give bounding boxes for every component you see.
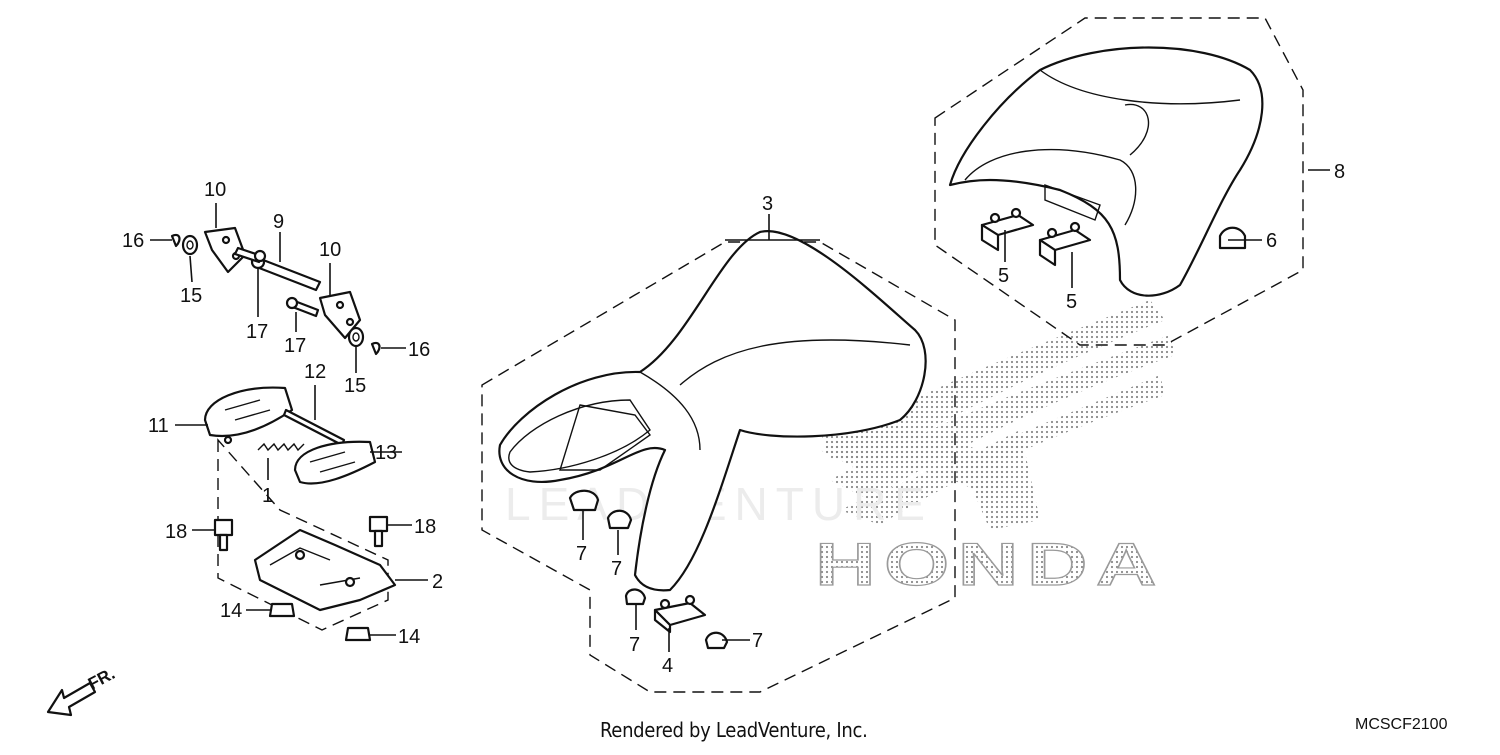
callout-15b: 15 (344, 375, 366, 397)
callout-18a: 18 (165, 521, 187, 543)
rod-12 (282, 408, 346, 447)
bumper-7b (606, 509, 633, 530)
callout-14b: 14 (398, 626, 420, 648)
bumper-7a (568, 489, 600, 512)
callout-12: 12 (304, 361, 326, 383)
callout-5b: 5 (1066, 291, 1077, 313)
callout-18b: 18 (414, 516, 436, 538)
callout-labels: 1 2 3 4 5 5 6 7 7 7 7 8 9 10 10 11 12 13… (122, 161, 1345, 677)
seat-main (498, 230, 927, 592)
front-direction-arrow: FR. (46, 664, 118, 717)
callout-11: 11 (148, 415, 169, 437)
callout-7b: 7 (611, 558, 622, 580)
washer-15a (181, 234, 199, 256)
nut-14b (344, 626, 372, 642)
callout-7c: 7 (629, 634, 640, 656)
cotter-pin-16b (370, 341, 381, 356)
honda-brand-watermark: HONDA (815, 531, 1165, 598)
grommet-6 (1218, 226, 1247, 250)
leader-lines (150, 169, 1330, 652)
hinge-bracket-10a (203, 226, 247, 274)
callout-7a: 7 (576, 543, 587, 565)
callout-16a: 16 (122, 230, 144, 252)
callout-15a: 15 (180, 285, 202, 307)
callout-17b: 17 (284, 335, 306, 357)
cotter-pin-16a (170, 233, 181, 248)
callout-14a: 14 (220, 600, 242, 622)
callout-7d: 7 (752, 630, 763, 652)
nut-14a (268, 602, 296, 618)
callout-17a: 17 (246, 321, 268, 343)
bumper-7c (624, 588, 647, 606)
honda-wing-logo (820, 300, 1175, 530)
diagram-code: MCSCF2100 (1355, 716, 1448, 733)
callout-10a: 10 (204, 179, 226, 201)
callout-2: 2 (432, 571, 443, 593)
callout-10b: 10 (319, 239, 341, 261)
latch-group-boundary (217, 438, 389, 631)
spring-1 (257, 442, 305, 452)
callout-16b: 16 (408, 339, 430, 361)
bracket-5a (980, 207, 1035, 252)
callout-1: 1 (262, 485, 273, 507)
callout-8: 8 (1334, 161, 1345, 183)
latch-plate-11 (203, 386, 294, 445)
latch-plate-13 (293, 440, 377, 485)
hinge-bracket-10b (318, 290, 362, 340)
footer-credit: Rendered by LeadVenture, Inc. (600, 718, 868, 742)
latch-base-2 (253, 528, 397, 612)
callout-3: 3 (762, 193, 773, 215)
bumper-7d (704, 631, 729, 650)
callout-9: 9 (273, 211, 284, 233)
callout-13: 13 (375, 442, 397, 464)
callout-5a: 5 (998, 265, 1009, 287)
callout-6: 6 (1266, 230, 1277, 252)
bracket-4 (653, 594, 707, 634)
bolt-17b (285, 296, 320, 318)
callout-4: 4 (662, 655, 673, 677)
washer-15b (347, 326, 365, 348)
seat-rear (948, 46, 1264, 297)
bolt-17a (233, 246, 267, 264)
bracket-5b (1038, 221, 1092, 267)
bolt-18b (368, 515, 389, 548)
